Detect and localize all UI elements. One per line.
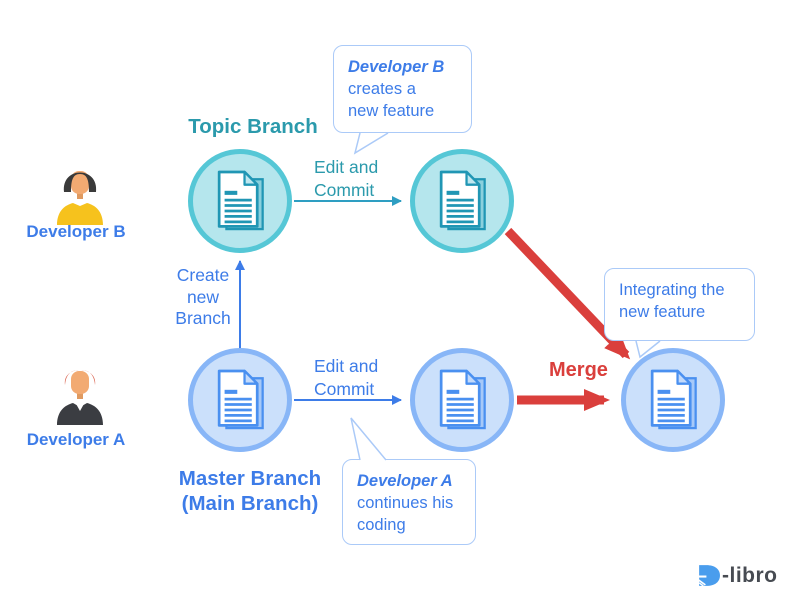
man-avatar-icon: [57, 370, 103, 425]
topic-branch-title: Topic Branch: [188, 115, 318, 138]
developer-b-avatar: [52, 161, 108, 230]
merge-label: Merge: [549, 359, 608, 381]
document-icon: [439, 170, 486, 231]
developer-a-bubble: Developer A continues his coding: [342, 459, 476, 545]
create-branch-label: Create new Branch: [175, 265, 231, 328]
document-icon: [439, 369, 486, 430]
developer-b-bubble: Developer B creates a new feature: [333, 45, 472, 133]
document-icon: [217, 170, 264, 231]
bubble-title: Developer A: [357, 472, 453, 490]
bubble-body: Integrating the new feature: [619, 281, 725, 321]
bubble-title: Developer B: [348, 58, 445, 76]
developer-b-label: Developer B: [26, 222, 126, 241]
bubble-tail: [350, 417, 387, 461]
commit-node-merge: [621, 348, 725, 452]
bubble-tail: [353, 131, 389, 155]
developer-a-avatar: [52, 361, 108, 430]
document-icon: [650, 369, 697, 430]
dlibro-logo-icon: [697, 565, 720, 587]
commit-node-master-2: [410, 348, 514, 452]
integrating-bubble: Integrating the new feature: [604, 268, 755, 341]
master-branch-title: Master Branch (Main Branch): [178, 467, 322, 515]
bubble-body: continues his coding: [357, 494, 454, 534]
woman-avatar-icon: [57, 171, 103, 225]
edit-commit-label-topic: Edit and Commit: [314, 157, 379, 200]
dlibro-watermark: -libro: [696, 563, 778, 588]
bubble-body: creates a new feature: [348, 80, 435, 120]
document-icon: [217, 369, 264, 430]
edit-commit-label-master: Edit and Commit: [314, 356, 379, 399]
brand-text: -libro: [722, 563, 778, 587]
bubble-tail: [635, 339, 661, 358]
commit-node-master-1: [188, 348, 292, 452]
commit-node-topic-2: [410, 149, 514, 253]
commit-node-topic-1: [188, 149, 292, 253]
developer-a-label: Developer A: [26, 430, 126, 449]
